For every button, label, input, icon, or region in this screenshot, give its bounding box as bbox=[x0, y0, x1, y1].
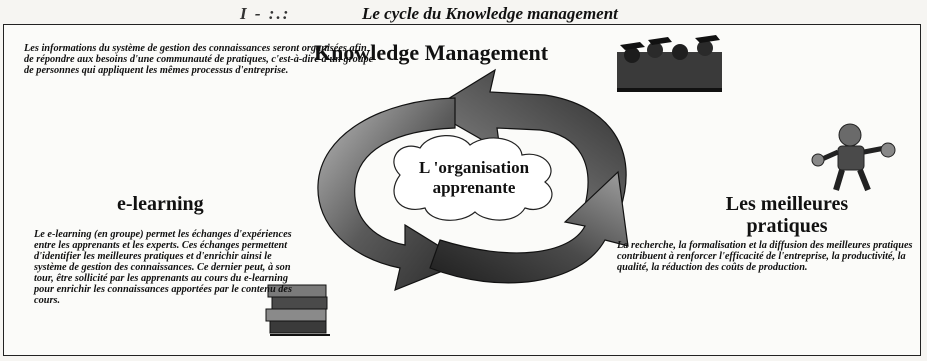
km-heading: Knowledge Management bbox=[314, 40, 549, 65]
cycle-arrow-top bbox=[428, 68, 627, 211]
best-practices-description: La recherche, la formalisation et la dif… bbox=[617, 240, 913, 273]
best-practices-heading: Les meilleures pratiques bbox=[725, 193, 849, 237]
cycle-arrow-bottom bbox=[429, 170, 629, 284]
figure-label: I - :.: bbox=[240, 4, 291, 23]
books-icon bbox=[265, 284, 330, 336]
figure-title: Le cycle du Knowledge management bbox=[362, 4, 618, 23]
center-cloud bbox=[393, 135, 553, 221]
km-description: Les informations du système de gestion d… bbox=[24, 43, 374, 76]
elearning-heading: e-learning bbox=[117, 193, 204, 215]
center-label: L 'organisation apprenante bbox=[418, 158, 530, 197]
cycle-arrow-left bbox=[317, 97, 467, 291]
worker-icon bbox=[811, 123, 896, 192]
graduates-icon bbox=[617, 35, 722, 92]
elearning-description: Le e-learning (en groupe) permet les éch… bbox=[34, 229, 293, 306]
